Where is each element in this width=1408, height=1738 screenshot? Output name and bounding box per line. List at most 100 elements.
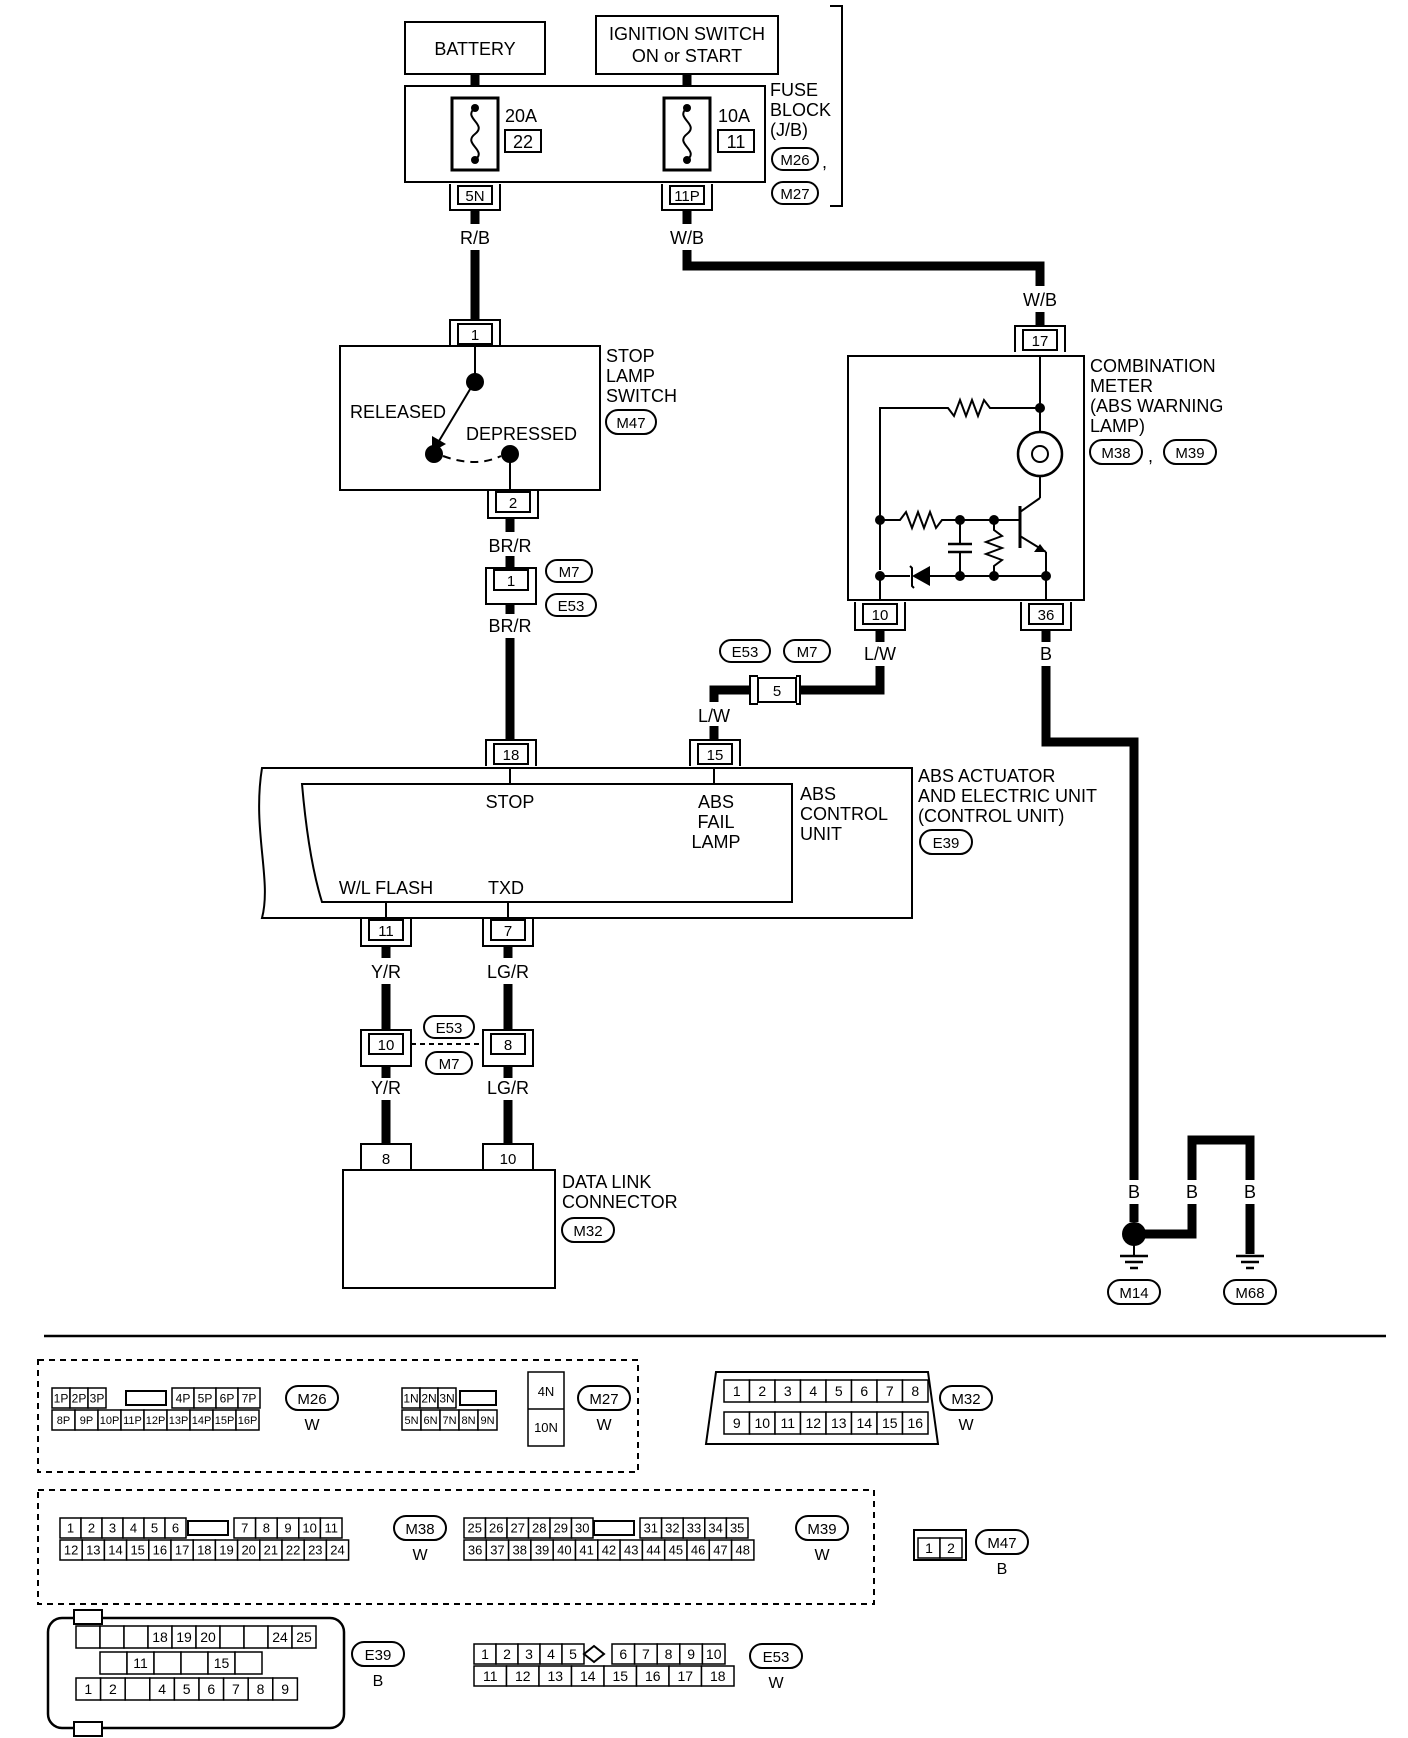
svg-text:M47: M47: [616, 415, 645, 432]
m32-bottom-cell-label: 11: [780, 1415, 795, 1431]
face-ref-e39-color: B: [373, 1673, 384, 1690]
m32-bottom-cell: [901, 1411, 929, 1435]
m39-top-cell-label: 34: [708, 1521, 722, 1536]
svg-text:7: 7: [504, 923, 512, 940]
e53-bottom-cell-label: 17: [677, 1668, 693, 1684]
combination-meter-label-3: (ABS WARNING: [1090, 396, 1223, 416]
abs-control-unit-label-1: ABS: [800, 784, 836, 804]
wire-color-brr-2: BR/R: [488, 616, 531, 636]
m39-bottom-cell: [730, 1539, 755, 1561]
m27-side-label: 4N: [538, 1384, 555, 1399]
e53-bottom-cell: [700, 1665, 735, 1687]
pin-18-abs: 18: [485, 739, 537, 766]
wire-color-wb-1: W/B: [670, 228, 704, 248]
m38-top-cell-label: 2: [88, 1521, 95, 1536]
e53-top-cell-label: 9: [687, 1646, 695, 1662]
txd-label: TXD: [488, 878, 524, 898]
svg-text:M7: M7: [559, 564, 580, 581]
connector-ref-m7-c: M7: [425, 1051, 473, 1075]
svg-text:5: 5: [773, 683, 781, 700]
m26-top-cell: [87, 1387, 107, 1409]
pin-8-joint: 8: [482, 1029, 534, 1067]
m27-top-cell-label: 1N: [403, 1391, 418, 1405]
combination-meter-label-2: METER: [1090, 376, 1153, 396]
m32-top-cell-label: 6: [860, 1383, 868, 1399]
m47-cell: [939, 1537, 963, 1559]
m47-cell-label: 2: [947, 1540, 955, 1556]
face-ref-m32-label: M32: [951, 1391, 980, 1408]
data-link-connector: [342, 1169, 556, 1289]
m27-side-label: 10N: [534, 1420, 558, 1435]
wire-color-brr-1: BR/R: [488, 536, 531, 556]
warning-lamp-icon: [1016, 430, 1064, 478]
e39-row1-cell-label: 19: [176, 1629, 192, 1645]
e39-row1-cell: [75, 1625, 101, 1649]
depressed-label: DEPRESSED: [466, 424, 577, 444]
e53-top-cell-label: 3: [525, 1646, 533, 1662]
m38-bottom-cell-label: 18: [197, 1543, 211, 1558]
face-ref-m47-label: M47: [987, 1535, 1016, 1552]
group-frame-fuse-block: [37, 1359, 639, 1473]
m38-bottom-cell-label: 21: [264, 1543, 278, 1558]
abs-actuator-label-3: (CONTROL UNIT): [918, 806, 1064, 826]
e39-row1-cell-label: 25: [296, 1629, 312, 1645]
fuse-20a-number: 22: [513, 132, 533, 152]
connector-ref-m32: M32: [561, 1217, 615, 1243]
fuse-20a-amps: 20A: [505, 106, 537, 126]
m32-top-cell-label: 5: [835, 1383, 843, 1399]
m26-bottom-cell-label: 10P: [100, 1415, 120, 1427]
e39-row3-cell: [272, 1677, 299, 1701]
e39-row3-cell-label: 8: [257, 1681, 265, 1697]
m26-bottom-cell-label: 12P: [146, 1415, 166, 1427]
m32-bottom-cell-label: 9: [733, 1415, 741, 1431]
fuse-block-bracket: [830, 5, 843, 207]
m38-top-cell: [164, 1517, 187, 1539]
m39-bottom-cell-label: 44: [646, 1543, 660, 1558]
m26-bottom-cell-label: 11P: [123, 1415, 142, 1427]
fuse-10a-number: 11: [727, 132, 746, 152]
m38-bottom-cell-label: 23: [308, 1543, 322, 1558]
pin-1-joint: 1: [485, 567, 537, 605]
wire-color-rb: R/B: [460, 228, 490, 248]
pin-17-meter: 17: [1014, 325, 1066, 352]
m38-bottom-cell-label: 16: [153, 1543, 167, 1558]
pin-5n: 5N: [449, 184, 501, 211]
m32-top-cell-label: 3: [784, 1383, 792, 1399]
m32-bottom-cell-label: 15: [882, 1415, 898, 1431]
m32-bottom-cell-label: 13: [831, 1415, 847, 1431]
e39-row1-cell: [123, 1625, 149, 1649]
svg-text:8: 8: [382, 1151, 390, 1168]
face-ref-m27-label: M27: [589, 1391, 618, 1408]
e53-top-cell-label: 8: [665, 1646, 673, 1662]
e53-top-cell: [701, 1643, 726, 1665]
fuse-10a-amps: 10A: [718, 106, 750, 126]
m38-bottom-cell-label: 15: [130, 1543, 144, 1558]
svg-text:E39: E39: [933, 835, 960, 852]
m38-top-cell-label: 6: [172, 1521, 179, 1536]
wire-color-b-ground-1: B: [1128, 1182, 1140, 1202]
e53-top-cell-label: 2: [503, 1646, 511, 1662]
m27-bottom-cell-label: 8N: [461, 1415, 475, 1427]
svg-text:M7: M7: [439, 1056, 460, 1073]
pin-2-stop-lamp: 2: [487, 490, 539, 519]
abs-actuator-label-1: ABS ACTUATOR: [918, 766, 1055, 786]
face-ref-m32-color: W: [958, 1417, 974, 1434]
svg-text:M26: M26: [780, 152, 809, 169]
m26-top-cell-label: 2P: [72, 1391, 87, 1405]
m38-top-cell-label: 8: [263, 1521, 270, 1536]
e53-top-cell-label: 1: [481, 1646, 489, 1662]
m27-bottom-cell-label: 7N: [442, 1415, 456, 1427]
svg-text:11: 11: [378, 923, 394, 940]
face-ref-e39: [351, 1641, 405, 1667]
released-label: RELEASED: [350, 402, 446, 422]
svg-text:5N: 5N: [465, 188, 484, 205]
stop-terminal-label: STOP: [486, 792, 535, 812]
e39-row2-cell-label: 15: [214, 1655, 230, 1671]
m32-bottom-cell-label: 10: [754, 1415, 770, 1431]
m32-top-cell-label: 4: [809, 1383, 817, 1399]
pin-10-joint: 10: [360, 1029, 412, 1067]
m38-bottom-cell-label: 17: [175, 1543, 189, 1558]
m38-top-cell-label: 10: [302, 1521, 316, 1536]
face-ref-e53-label: E53: [763, 1649, 790, 1666]
